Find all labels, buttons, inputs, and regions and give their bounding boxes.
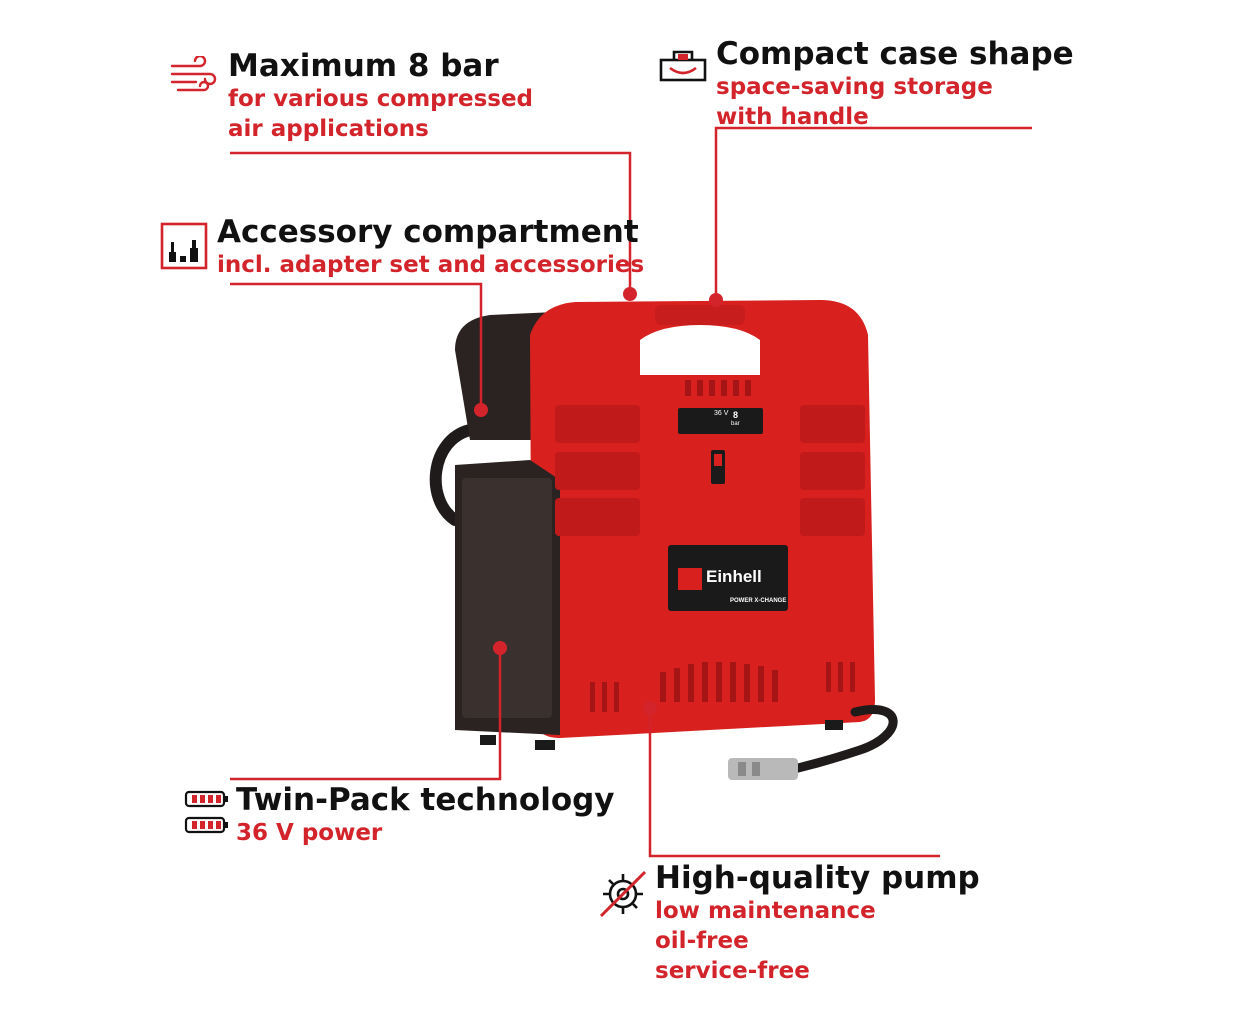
feature-line: service-free xyxy=(655,958,810,984)
feature-pressure: Maximum 8 bar for various compressed air… xyxy=(228,48,533,144)
feature-line: 36 V power xyxy=(236,820,383,846)
feature-title: Maximum 8 bar xyxy=(228,48,499,84)
brand-name: Einhell xyxy=(706,567,762,586)
feature-line: incl. adapter set and accessories xyxy=(217,252,645,278)
wind-icon xyxy=(170,56,218,96)
feature-twinpack: Twin-Pack technology 36 V power xyxy=(236,782,615,848)
label-pressure: 8 xyxy=(733,410,739,420)
feature-case: Compact case shape space-saving storage … xyxy=(716,36,1074,132)
control-label xyxy=(678,408,763,434)
handle-grip xyxy=(655,305,745,325)
accessory-compartment-icon xyxy=(160,222,208,270)
callout-dots xyxy=(474,287,723,715)
feature-pump: High-quality pump low maintenance oil-fr… xyxy=(655,860,980,986)
feature-title: Compact case shape xyxy=(716,36,1074,72)
feature-title: High-quality pump xyxy=(655,860,980,896)
callout-lines xyxy=(230,126,1032,858)
feature-title: Accessory compartment xyxy=(217,214,639,250)
feature-line: for various compressed xyxy=(228,86,534,112)
front-ribs xyxy=(555,405,865,536)
brand-logo-box xyxy=(678,568,702,590)
battery-icon xyxy=(184,790,230,836)
brand-plate xyxy=(668,545,788,611)
feature-line: air applications xyxy=(228,116,429,142)
gear-no-oil-icon xyxy=(598,868,648,920)
label-voltage: 36 V xyxy=(714,410,729,417)
feature-title: Twin-Pack technology xyxy=(236,782,615,818)
feature-accessory: Accessory compartment incl. adapter set … xyxy=(217,214,644,280)
feature-line: low maintenance xyxy=(655,898,876,924)
air-hose-output xyxy=(785,705,898,775)
feature-line: space-saving storage xyxy=(716,74,993,100)
label-unit: bar xyxy=(731,421,740,427)
feature-line: oil-free xyxy=(655,928,749,954)
air-hose-left xyxy=(429,424,476,526)
case-handle-icon xyxy=(658,48,708,82)
feature-line: with handle xyxy=(716,104,869,130)
handle-opening xyxy=(640,325,760,375)
side-panel-inner xyxy=(462,478,552,718)
vent-slots xyxy=(590,380,855,712)
brand-badge: POWER X-CHANGE xyxy=(730,598,787,604)
